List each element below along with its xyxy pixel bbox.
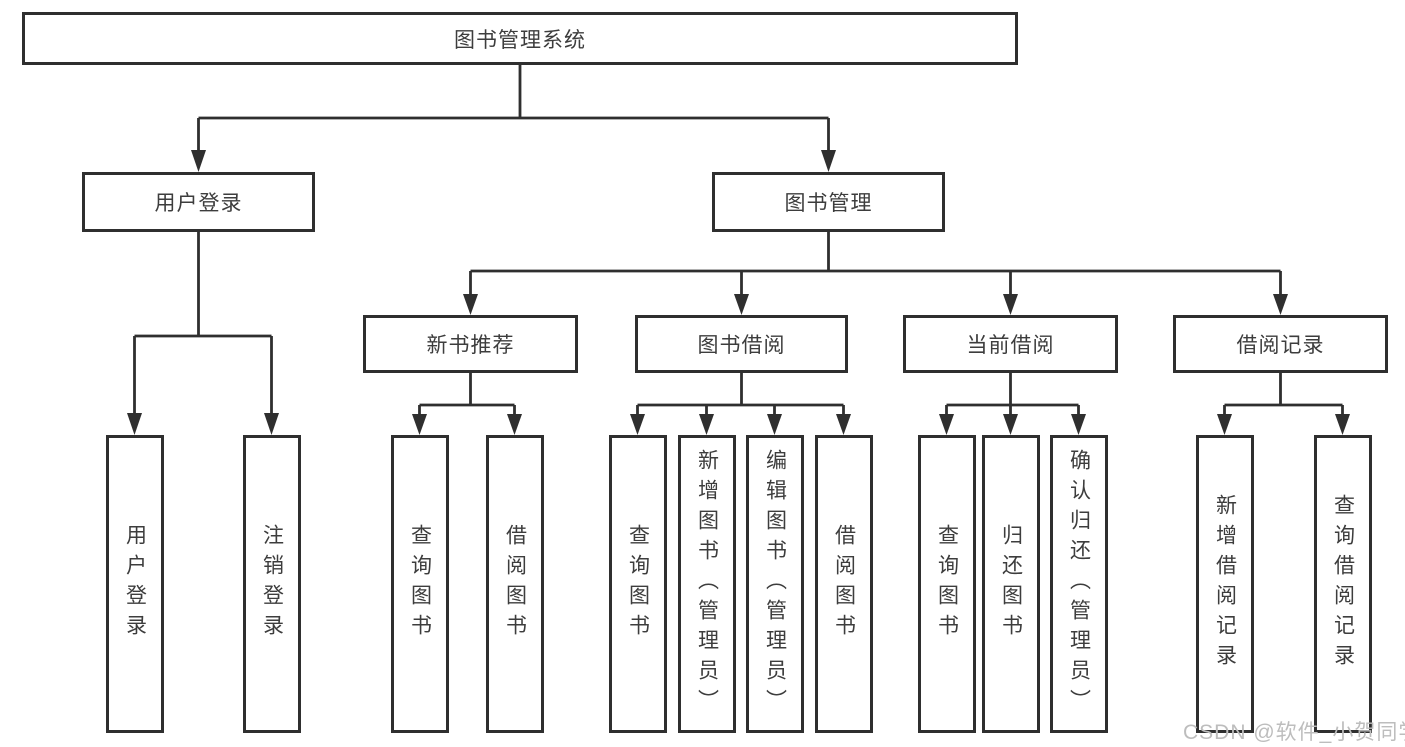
node-label: 查询图书 <box>626 524 650 644</box>
arrow-down-icon <box>1273 294 1288 315</box>
leaf-return-book: 归还图书 <box>982 435 1040 733</box>
node-label: 用户登录 <box>154 192 243 215</box>
node-label: 查询图书 <box>408 524 432 644</box>
node-label: 归还图书 <box>999 524 1023 644</box>
leaf-confirm-return-admin: 确认归还（管理员） <box>1050 435 1108 733</box>
arrow-down-icon <box>1217 414 1232 435</box>
node-label: 编辑图书（管理员） <box>763 449 787 719</box>
arrow-down-icon <box>630 414 645 435</box>
node-label: 借阅记录 <box>1236 334 1325 357</box>
connector-recommend-to-leaves <box>412 373 522 435</box>
leaf-add-book-admin: 新增图书（管理员） <box>678 435 736 733</box>
leaf-add-borrow-record: 新增借阅记录 <box>1196 435 1254 733</box>
node-label: 注销登录 <box>260 524 284 644</box>
connector-login-to-leaves <box>127 232 279 435</box>
connector-borrow-to-leaves <box>630 373 851 435</box>
arrow-down-icon <box>1335 414 1350 435</box>
connector-records-to-leaves <box>1217 373 1350 435</box>
leaf-edit-book-admin: 编辑图书（管理员） <box>746 435 804 733</box>
node-label: 新书推荐 <box>426 334 515 357</box>
node-book-borrow: 图书借阅 <box>635 315 848 373</box>
node-label: 确认归还（管理员） <box>1067 449 1091 719</box>
arrow-down-icon <box>191 150 206 172</box>
node-label: 查询图书 <box>935 524 959 644</box>
node-label: 图书管理系统 <box>454 28 586 52</box>
node-label: 当前借阅 <box>966 334 1055 357</box>
leaf-borrow-books-recommend: 借阅图书 <box>486 435 544 733</box>
arrow-down-icon <box>1071 414 1086 435</box>
arrow-down-icon <box>412 414 427 435</box>
node-label: 借阅图书 <box>503 524 527 644</box>
connector-root-to-branches <box>191 65 836 172</box>
node-label: 查询借阅记录 <box>1331 494 1355 674</box>
leaf-query-books-borrow: 查询图书 <box>609 435 667 733</box>
node-current-borrow: 当前借阅 <box>903 315 1118 373</box>
connector-current-to-leaves <box>939 373 1086 435</box>
node-label: 新增图书（管理员） <box>695 449 719 719</box>
csdn-watermark: CSDN @软件_小贺同学 <box>1183 721 1405 744</box>
node-label: 用户登录 <box>123 524 147 644</box>
leaf-query-books-current: 查询图书 <box>918 435 976 733</box>
arrow-down-icon <box>1003 294 1018 315</box>
arrow-down-icon <box>264 413 279 435</box>
node-label: 借阅图书 <box>832 524 856 644</box>
leaf-query-borrow-record: 查询借阅记录 <box>1314 435 1372 733</box>
arrow-down-icon <box>507 414 522 435</box>
leaf-logout: 注销登录 <box>243 435 301 733</box>
node-library-management-system: 图书管理系统 <box>22 12 1018 65</box>
connector-mgmt-to-modules <box>463 232 1288 315</box>
node-user-login: 用户登录 <box>82 172 315 232</box>
arrow-down-icon <box>734 294 749 315</box>
node-label: 图书借阅 <box>697 334 786 357</box>
arrow-down-icon <box>127 413 142 435</box>
leaf-borrow-books: 借阅图书 <box>815 435 873 733</box>
arrow-down-icon <box>1003 414 1018 435</box>
arrow-down-icon <box>836 414 851 435</box>
arrow-down-icon <box>699 414 714 435</box>
arrow-down-icon <box>821 150 836 172</box>
node-label: 图书管理 <box>784 192 873 215</box>
arrow-down-icon <box>939 414 954 435</box>
node-label: 新增借阅记录 <box>1213 494 1237 674</box>
arrow-down-icon <box>767 414 782 435</box>
node-book-management: 图书管理 <box>712 172 945 232</box>
node-borrow-records: 借阅记录 <box>1173 315 1388 373</box>
node-new-book-recommend: 新书推荐 <box>363 315 578 373</box>
leaf-query-books-recommend: 查询图书 <box>391 435 449 733</box>
leaf-user-login: 用户登录 <box>106 435 164 733</box>
arrow-down-icon <box>463 294 478 315</box>
